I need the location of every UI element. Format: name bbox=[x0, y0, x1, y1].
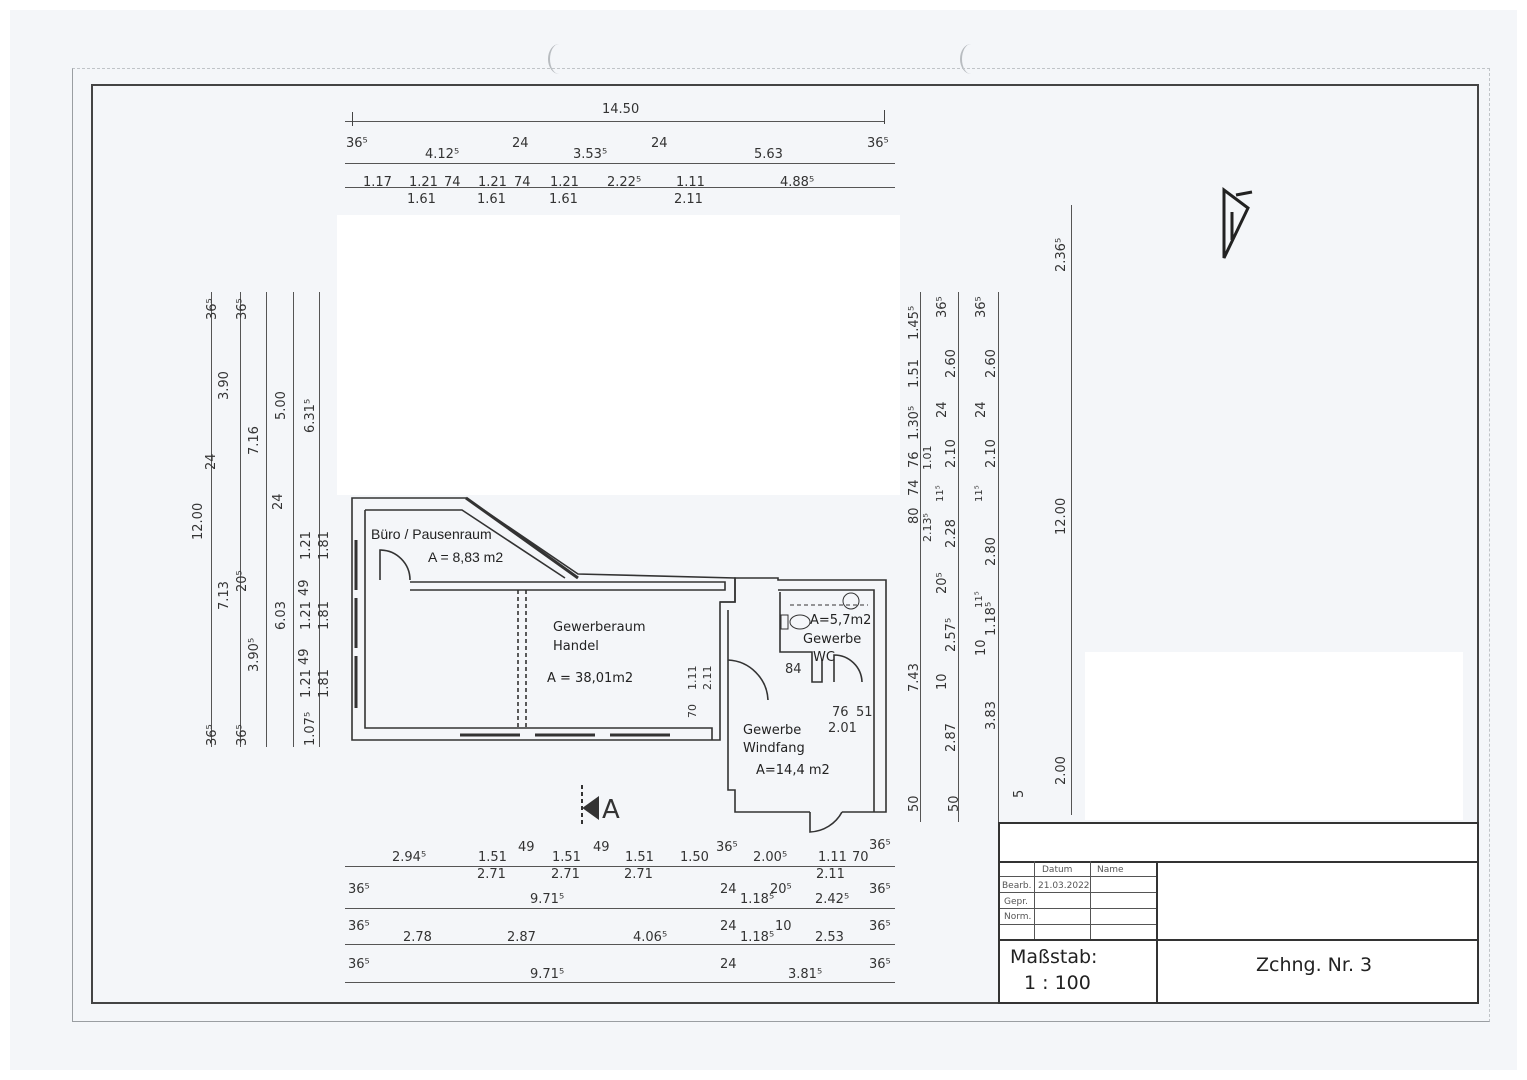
room-name-wc-2: WC bbox=[813, 650, 835, 665]
drawing-frame bbox=[91, 84, 1479, 1004]
scale-label: Maßstab: bbox=[1010, 946, 1098, 968]
title-block: Datum Name Bearb. 21.03.2022 Gepr. Norm.… bbox=[998, 822, 1479, 1004]
room-name-windfang-1: Gewerbe bbox=[743, 723, 802, 738]
tb-row-norm: Norm. bbox=[1004, 912, 1032, 922]
scale-value: 1 : 100 bbox=[1024, 972, 1091, 994]
room-name-gewerberaum: Gewerberaum bbox=[553, 620, 646, 635]
room-name-wc-1: Gewerbe bbox=[803, 632, 862, 647]
tb-header-name: Name bbox=[1097, 865, 1124, 875]
room-name-handel: Handel bbox=[553, 639, 599, 654]
room-area-windfang: A=14,4 m2 bbox=[756, 763, 830, 778]
room-name-buero: Büro / Pausenraum bbox=[371, 526, 492, 542]
room-area-wc: A=5,7m2 bbox=[810, 613, 872, 628]
outer-border bbox=[72, 68, 1490, 1022]
tb-header-datum: Datum bbox=[1042, 865, 1073, 875]
redacted-area-top bbox=[337, 215, 900, 495]
dim-overall-width: 14.50 bbox=[602, 102, 640, 117]
room-name-windfang-2: Windfang bbox=[743, 741, 805, 756]
room-area-gewerberaum: A = 38,01m2 bbox=[547, 671, 634, 686]
drawing-number: Zchng. Nr. 3 bbox=[1256, 954, 1373, 976]
redacted-area-right bbox=[1085, 652, 1463, 820]
room-area-buero: A = 8,83 m2 bbox=[428, 549, 504, 565]
section-marker-icon bbox=[581, 785, 599, 825]
punch-hole-left bbox=[548, 44, 570, 74]
punch-hole-right bbox=[960, 44, 982, 74]
tb-bearb-date: 21.03.2022 bbox=[1038, 881, 1090, 891]
north-arrow-icon bbox=[1222, 187, 1253, 259]
tb-row-gepr: Gepr. bbox=[1004, 897, 1028, 907]
section-label: A bbox=[602, 795, 620, 825]
tb-row-bearb: Bearb. bbox=[1002, 881, 1032, 891]
